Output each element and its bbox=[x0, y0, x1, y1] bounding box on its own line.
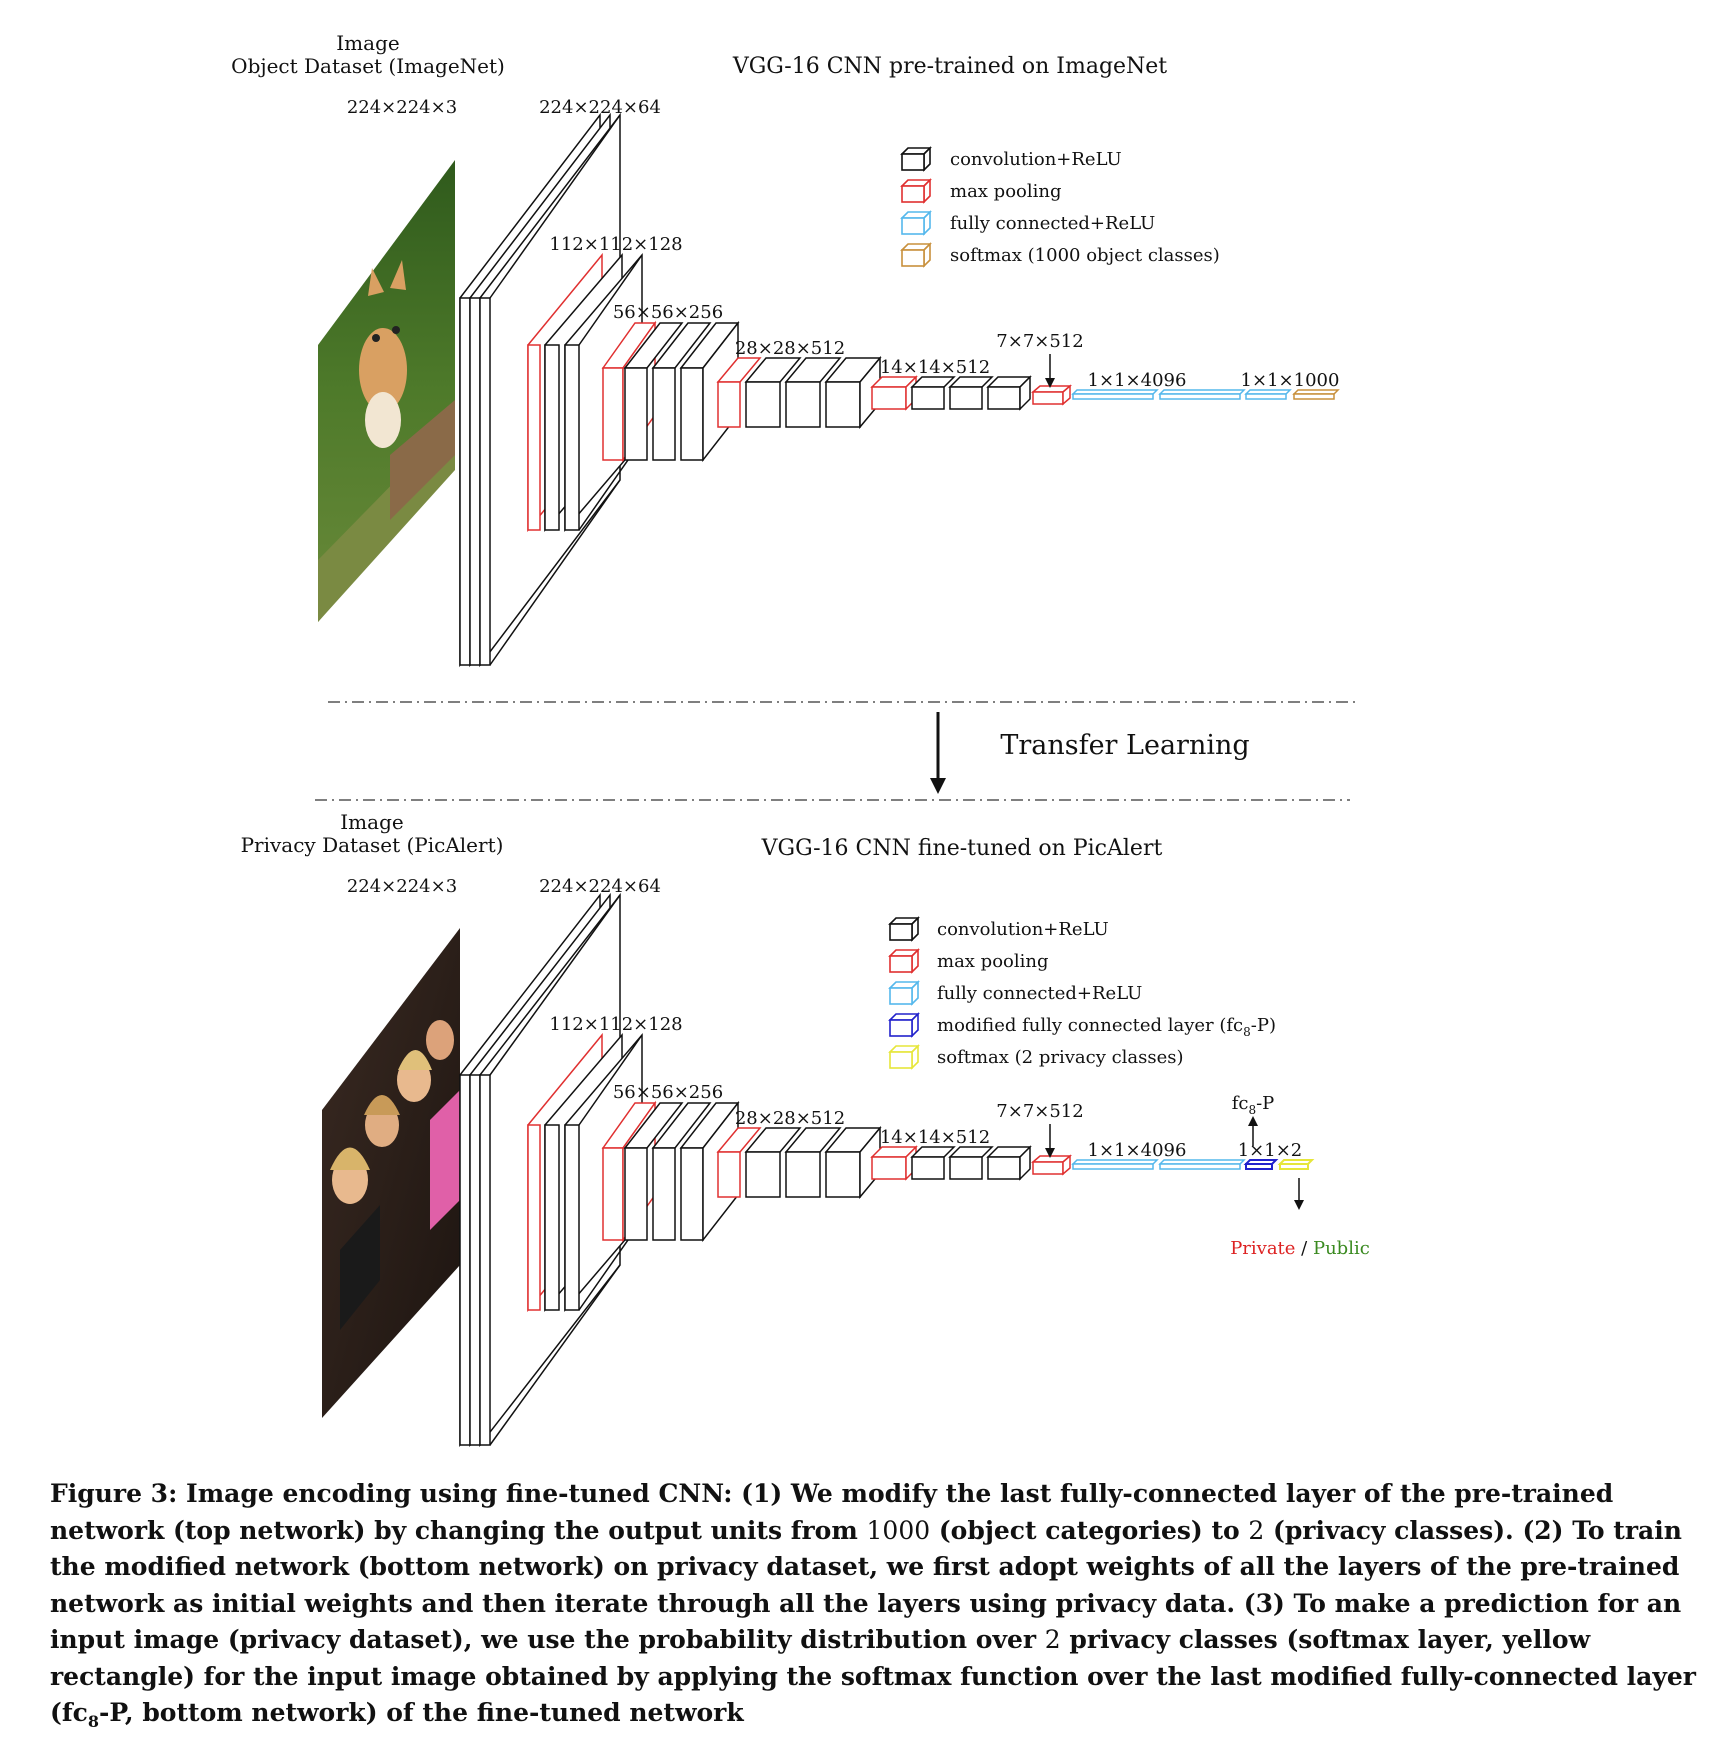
ft-pool5-layer bbox=[1030, 1154, 1073, 1176]
softmax-2-layer bbox=[1277, 1159, 1315, 1170]
legend-label: fully connected+ReLU bbox=[937, 983, 1142, 1004]
vgg16-transfer-diagram: Image Object Dataset (ImageNet) VGG-16 C… bbox=[231, 31, 1370, 1448]
private-label: Private bbox=[1230, 1238, 1295, 1259]
legend-label: softmax (1000 object classes) bbox=[950, 245, 1220, 266]
ft-fc-layers bbox=[1071, 1159, 1246, 1170]
top-dim-b3: 56×56×256 bbox=[613, 302, 723, 323]
legend-label: convolution+ReLU bbox=[937, 919, 1109, 940]
top-dim-fc: 1×1×4096 bbox=[1088, 370, 1187, 391]
cube-icon bbox=[888, 1044, 920, 1070]
top-network-title: VGG-16 CNN pre-trained on ImageNet bbox=[732, 54, 1167, 79]
top-image-label-1: Image bbox=[336, 31, 399, 55]
top-dim-b1: 224×224×64 bbox=[539, 97, 661, 118]
top-legend: convolution+ReLU max pooling fully connect… bbox=[900, 146, 1220, 268]
legend-label: max pooling bbox=[937, 951, 1049, 972]
bottom-image-label-2: Privacy Dataset (PicAlert) bbox=[241, 833, 504, 857]
top-dim-b5: 14×14×512 bbox=[880, 357, 990, 378]
legend-label: modified fully connected layer (fc8-P) bbox=[937, 1015, 1276, 1039]
legend-label: fully connected+ReLU bbox=[950, 213, 1155, 234]
bottom-dim-out: 1×1×2 bbox=[1238, 1140, 1303, 1161]
ft-conv-block-5 bbox=[870, 1145, 1032, 1181]
prediction-label: Private / Public bbox=[1230, 1238, 1370, 1259]
cube-icon bbox=[888, 1012, 920, 1038]
bottom-network: Image Privacy Dataset (PicAlert) VGG-16 … bbox=[241, 810, 1370, 1448]
top-dim-pool5: 7×7×512 bbox=[996, 331, 1083, 352]
top-network: Image Object Dataset (ImageNet) VGG-16 C… bbox=[231, 31, 1340, 668]
arrow-down-icon bbox=[1294, 1200, 1304, 1210]
top-dim-input: 224×224×3 bbox=[347, 97, 457, 118]
bottom-dim-pool5: 7×7×512 bbox=[996, 1101, 1083, 1122]
top-dim-b2: 112×112×128 bbox=[549, 234, 682, 255]
bottom-dim-b2: 112×112×128 bbox=[549, 1014, 682, 1035]
softmax-1000-layer bbox=[1292, 389, 1340, 400]
bottom-image-label-1: Image bbox=[340, 810, 403, 834]
cube-icon bbox=[888, 980, 920, 1006]
legend-label: max pooling bbox=[950, 181, 1062, 202]
bottom-network-title: VGG-16 CNN fine-tuned on PicAlert bbox=[761, 836, 1163, 861]
bottom-dim-b5: 14×14×512 bbox=[880, 1127, 990, 1148]
public-label: Public bbox=[1313, 1238, 1370, 1259]
fc8p-label: fc8-P bbox=[1232, 1093, 1275, 1117]
conv-block-5 bbox=[870, 375, 1032, 411]
cube-icon bbox=[900, 210, 932, 236]
arrow-down-icon bbox=[930, 778, 946, 794]
kitten-photo-icon bbox=[318, 160, 455, 622]
arrow-down-icon bbox=[1045, 1148, 1055, 1158]
bottom-dim-input: 224×224×3 bbox=[347, 876, 457, 897]
transfer-label: Transfer Learning bbox=[1000, 730, 1249, 761]
pool5-layer bbox=[1030, 384, 1073, 406]
bottom-legend: convolution+ReLU max pooling fully connect… bbox=[888, 916, 1276, 1070]
top-image-label-2: Object Dataset (ImageNet) bbox=[231, 54, 505, 78]
top-dim-out: 1×1×1000 bbox=[1241, 370, 1340, 391]
figure-caption: Figure 3: Image encoding using fine-tune… bbox=[50, 1479, 1696, 1731]
legend-label: convolution+ReLU bbox=[950, 149, 1122, 170]
ft-conv-block-3 bbox=[601, 1100, 740, 1243]
cube-icon bbox=[888, 916, 920, 942]
conv-block-4 bbox=[716, 355, 882, 430]
top-dim-b4: 28×28×512 bbox=[735, 338, 845, 359]
cube-icon bbox=[900, 146, 932, 172]
cube-icon bbox=[888, 948, 920, 974]
bottom-dim-b1: 224×224×64 bbox=[539, 876, 661, 897]
bottom-dim-fc: 1×1×4096 bbox=[1088, 1140, 1187, 1161]
bottom-dim-b3: 56×56×256 bbox=[613, 1082, 723, 1103]
bottom-dim-b4: 28×28×512 bbox=[735, 1108, 845, 1129]
arrow-down-icon bbox=[1045, 378, 1055, 388]
arrow-up-icon bbox=[1248, 1116, 1258, 1126]
ft-conv-block-4 bbox=[716, 1125, 882, 1200]
cube-icon bbox=[900, 178, 932, 204]
conv-block-2 bbox=[527, 252, 643, 533]
fc8p-layer bbox=[1243, 1159, 1279, 1170]
group-photo-icon bbox=[322, 928, 460, 1418]
cube-icon bbox=[900, 242, 932, 268]
fc-layers bbox=[1071, 389, 1292, 400]
legend-label: softmax (2 privacy classes) bbox=[937, 1047, 1184, 1068]
